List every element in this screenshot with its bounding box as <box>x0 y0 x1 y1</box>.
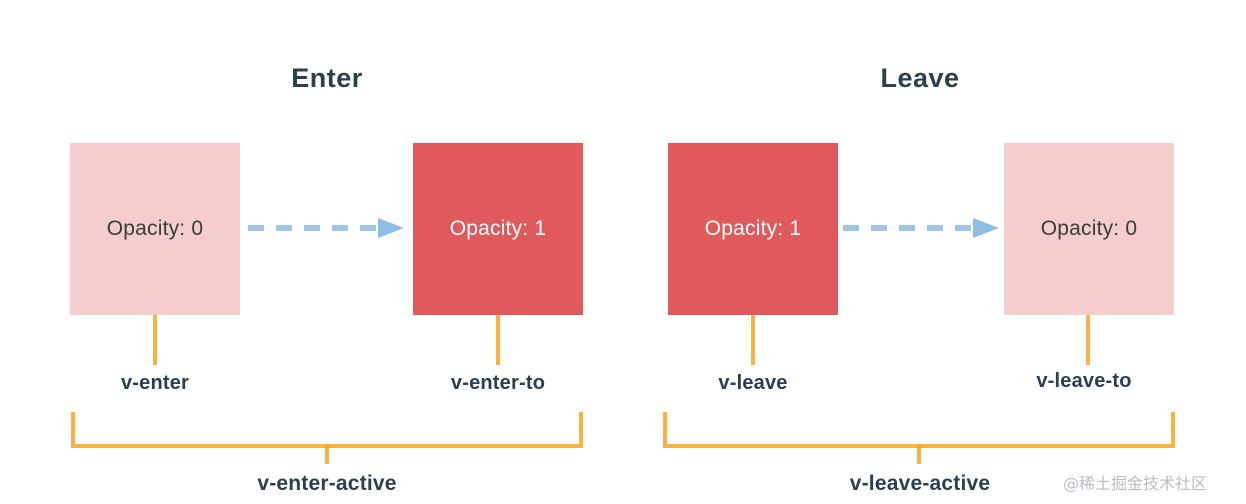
leave-active-bracket <box>663 412 1175 448</box>
enter-active-bracket-stem <box>325 444 329 464</box>
enter-from-connector-stem <box>153 315 157 365</box>
label-v-leave-active: v-leave-active <box>849 472 991 495</box>
enter-from-box: Opacity: 0 <box>70 143 240 315</box>
leave-to-box: Opacity: 0 <box>1004 143 1174 315</box>
label-v-enter-active: v-enter-active <box>257 472 397 495</box>
enter-to-connector-stem <box>496 315 500 365</box>
leave-to-opacity-label: Opacity: 0 <box>1040 217 1138 240</box>
leave-transition-arrow <box>843 217 1003 239</box>
enter-to-opacity-label: Opacity: 1 <box>449 217 547 240</box>
enter-active-bracket <box>71 412 583 448</box>
leave-from-opacity-label: Opacity: 1 <box>704 217 802 240</box>
label-v-leave: v-leave <box>718 372 788 394</box>
enter-to-box: Opacity: 1 <box>413 143 583 315</box>
section-title-enter: Enter <box>291 63 363 93</box>
leave-from-box: Opacity: 1 <box>668 143 838 315</box>
watermark: @稀土掘金技术社区 <box>1063 474 1208 493</box>
leave-from-connector-stem <box>751 315 755 365</box>
label-v-enter-to: v-enter-to <box>450 372 546 394</box>
enter-transition-arrow <box>248 217 408 239</box>
label-v-leave-to: v-leave-to <box>1036 370 1132 392</box>
leave-active-bracket-stem <box>917 444 921 464</box>
leave-to-connector-stem <box>1086 315 1090 365</box>
section-title-leave: Leave <box>880 63 960 93</box>
enter-from-opacity-label: Opacity: 0 <box>106 217 204 240</box>
label-v-enter: v-enter <box>120 372 190 394</box>
